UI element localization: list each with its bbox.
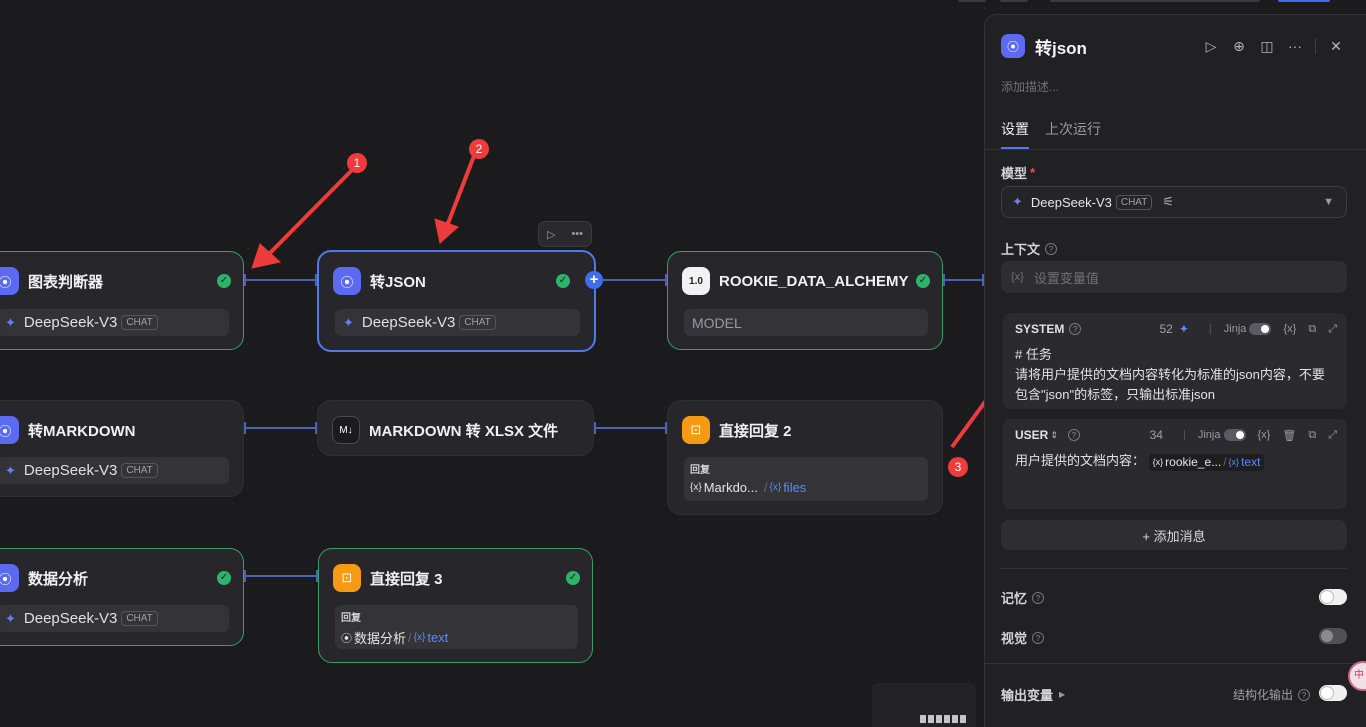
delete-icon[interactable]: 🗑	[1282, 429, 1296, 442]
divider	[1315, 38, 1316, 54]
output-label-text: 输出变量	[1001, 685, 1053, 704]
expand-icon[interactable]: ⤢	[1328, 323, 1337, 336]
locate-icon[interactable]: ⊕	[1225, 38, 1253, 55]
help-icon[interactable]: ?	[1032, 592, 1044, 604]
annotation-arrows	[0, 0, 984, 727]
variable-chip[interactable]: {x} rookie_e... / {x} text	[1149, 454, 1265, 471]
model-label-text: 模型	[1001, 163, 1027, 182]
jinja-label: Jinja	[1198, 429, 1221, 441]
jinja-switch[interactable]	[1249, 323, 1271, 335]
help-icon[interactable]: ?	[1298, 689, 1310, 701]
structured-output-toggle[interactable]	[1319, 685, 1347, 701]
divider	[985, 149, 1366, 150]
annotation-badge-2: 2	[469, 139, 489, 159]
annotation-badge-3: 3	[948, 457, 968, 477]
copy-icon[interactable]: ⧉	[1308, 323, 1316, 336]
model-label: 模型*	[1001, 163, 1035, 182]
deepseek-logo-icon: ✦	[1012, 194, 1023, 210]
add-message-button[interactable]: + 添加消息	[1001, 520, 1347, 550]
help-icon[interactable]: ?	[1045, 243, 1057, 255]
annotation-badge-1: 1	[347, 153, 367, 173]
close-icon[interactable]: ✕	[1322, 38, 1350, 55]
variable-icon: {x}	[1153, 452, 1164, 472]
output-vars-label[interactable]: 输出变量 ▶	[1001, 685, 1065, 704]
chevron-right-icon: ▶	[1059, 690, 1065, 699]
variable-insert-icon[interactable]: {x}	[1283, 323, 1296, 335]
chevron-down-icon: ▼	[1323, 196, 1334, 208]
structured-label-text: 结构化输出	[1233, 686, 1293, 703]
publish-button-fragment[interactable]	[1278, 0, 1330, 2]
jinja-switch[interactable]	[1224, 429, 1246, 441]
panel-title[interactable]: 转json	[1035, 34, 1087, 59]
message-role[interactable]: USER	[1015, 428, 1048, 442]
arrowhead	[435, 219, 458, 243]
minimap-viewport	[920, 715, 966, 723]
toolbar-fragment[interactable]	[1050, 0, 1260, 2]
toolbar-fragment[interactable]	[1000, 0, 1028, 2]
chat-tag: CHAT	[1116, 195, 1152, 210]
variable-insert-icon[interactable]: {x}	[1258, 429, 1271, 441]
jinja-toggle[interactable]: Jinja	[1198, 429, 1246, 441]
llm-icon: ⦿	[1001, 34, 1025, 58]
token-count: 34	[1150, 428, 1163, 442]
memory-toggle[interactable]	[1319, 589, 1347, 605]
memory-label-text: 记忆	[1001, 588, 1027, 607]
variable-icon: {x}	[1011, 271, 1024, 283]
split-view-icon[interactable]: ◫	[1253, 38, 1281, 55]
annotation-arrow-2	[447, 156, 474, 226]
prompt-line: # 任务	[1015, 345, 1333, 365]
minimap[interactable]	[872, 683, 976, 727]
tab-last-run[interactable]: 上次运行	[1045, 119, 1101, 149]
chip-sep: /	[1223, 452, 1226, 472]
divider: |	[1183, 429, 1186, 441]
user-prompt-text[interactable]: 用户提供的文档内容： {x} rookie_e... / {x} text	[1015, 451, 1333, 471]
annotation-arrow-3	[952, 395, 984, 447]
vision-toggle[interactable]	[1319, 628, 1347, 644]
prompt-text: 用户提供的文档内容：	[1015, 453, 1145, 468]
variable-icon: {x}	[1229, 452, 1240, 472]
model-name: DeepSeek-V3	[1031, 195, 1112, 210]
jinja-toggle[interactable]: Jinja	[1224, 323, 1272, 335]
more-icon[interactable]: ···	[1281, 38, 1309, 54]
context-placeholder: 设置变量值	[1034, 268, 1099, 287]
context-label: 上下文?	[1001, 239, 1057, 258]
divider	[985, 663, 1366, 664]
chip-var: text	[1241, 452, 1260, 472]
model-select[interactable]: ✦ DeepSeek-V3 CHAT ⚟ ▼	[1001, 186, 1347, 218]
structured-output-label: 结构化输出?	[1233, 686, 1310, 703]
expand-icon[interactable]: ⤢	[1328, 429, 1337, 442]
divider	[1001, 568, 1347, 569]
jinja-label: Jinja	[1224, 323, 1247, 335]
help-icon[interactable]: ?	[1068, 429, 1080, 441]
run-icon[interactable]: ▷	[1197, 38, 1225, 55]
required-mark: *	[1030, 165, 1035, 180]
divider: |	[1209, 323, 1212, 335]
system-message-box[interactable]: SYSTEM ? 52 ✦ | Jinja {x} ⧉ ⤢ # 任务 请将用户提…	[1003, 313, 1347, 409]
help-icon[interactable]: ?	[1069, 323, 1081, 335]
message-role: SYSTEM	[1015, 322, 1064, 336]
annotation-arrow-1	[268, 170, 352, 255]
prompt-line: 请将用户提供的文档内容转化为标准的json内容，不要包含"json"的标签，只输…	[1015, 365, 1333, 405]
node-settings-panel: ⦿ 转json ▷ ⊕ ◫ ··· ✕ 添加描述... 设置 上次运行 模型* …	[984, 14, 1366, 727]
vision-label-text: 视觉	[1001, 628, 1027, 647]
ai-generate-icon[interactable]: ✦	[1179, 322, 1189, 336]
context-label-text: 上下文	[1001, 239, 1040, 258]
memory-label: 记忆?	[1001, 588, 1044, 607]
description-input[interactable]: 添加描述...	[1001, 78, 1059, 95]
context-input[interactable]: {x} 设置变量值	[1001, 261, 1347, 293]
token-count: 52	[1160, 322, 1173, 336]
copy-icon[interactable]: ⧉	[1308, 429, 1316, 442]
workflow-canvas[interactable]: ⦿ 图表判断器 ✓ ✦ DeepSeek-V3 CHAT ⦿ 转JSON ✓ ✦…	[0, 0, 984, 727]
vision-label: 视觉?	[1001, 628, 1044, 647]
tab-settings[interactable]: 设置	[1001, 119, 1029, 149]
params-icon[interactable]: ⚟	[1162, 194, 1174, 210]
user-message-box[interactable]: USER ⇕ ? 34 | Jinja {x} 🗑 ⧉ ⤢ 用户提供的文档内容：…	[1003, 419, 1347, 509]
chip-node: rookie_e...	[1165, 452, 1221, 472]
role-switch-icon[interactable]: ⇕	[1050, 430, 1058, 441]
help-icon[interactable]: ?	[1032, 632, 1044, 644]
system-prompt-text[interactable]: # 任务 请将用户提供的文档内容转化为标准的json内容，不要包含"json"的…	[1015, 345, 1333, 405]
